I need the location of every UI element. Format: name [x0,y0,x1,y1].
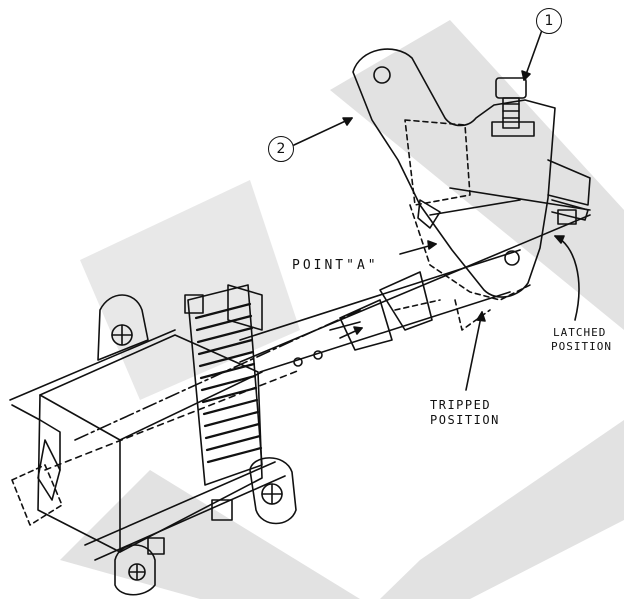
tripped-line1: TRIPPED [430,398,492,412]
callout-1: 1 [536,8,562,34]
label-tripped-position: TRIPPED POSITION [430,398,500,428]
latch-pin [504,250,520,266]
tripped-line2: POSITION [430,413,500,427]
latched-line2: POSITION [551,339,612,353]
label-point-a: POINT"A" [292,258,379,273]
callout-2: 2 [268,136,294,162]
lever-plate [352,48,556,298]
label-latched-position: LATCHED POSITION [551,326,612,354]
latched-line1: LATCHED [553,326,607,339]
solenoid-housing [37,334,263,553]
pivot-hole [373,66,391,84]
adjust-screw-head [495,77,527,99]
